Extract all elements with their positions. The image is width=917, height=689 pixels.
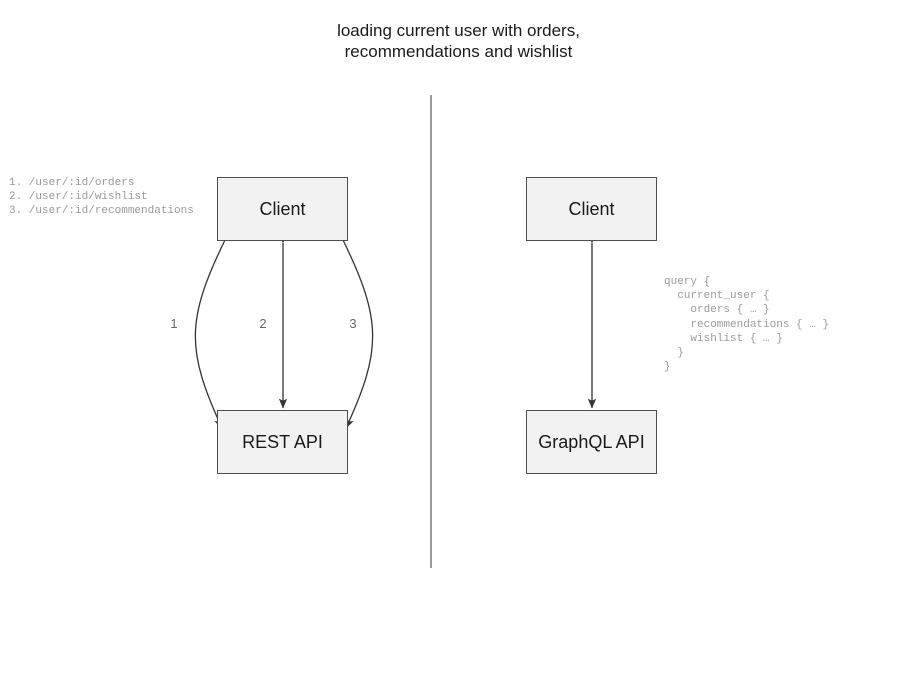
node-graphql-api[interactable]: GraphQL API bbox=[526, 410, 657, 474]
rest-edge-3-curve bbox=[335, 229, 374, 429]
node-rest-api[interactable]: REST API bbox=[217, 410, 348, 474]
edge-label-3: 3 bbox=[349, 316, 357, 331]
node-rest-client[interactable]: Client bbox=[217, 177, 348, 241]
rest-edge-1-curve bbox=[194, 229, 233, 429]
diagram-title: loading current user with orders, recomm… bbox=[337, 21, 580, 61]
node-graphql-client[interactable]: Client bbox=[526, 177, 657, 241]
rest-endpoint-list: 1. /user/:id/orders 2. /user/:id/wishlis… bbox=[9, 177, 194, 218]
edge-label-1: 1 bbox=[170, 316, 178, 331]
graphql-query-snippet: query { current_user { orders { … } reco… bbox=[664, 276, 830, 374]
edge-label-2: 2 bbox=[259, 316, 267, 331]
